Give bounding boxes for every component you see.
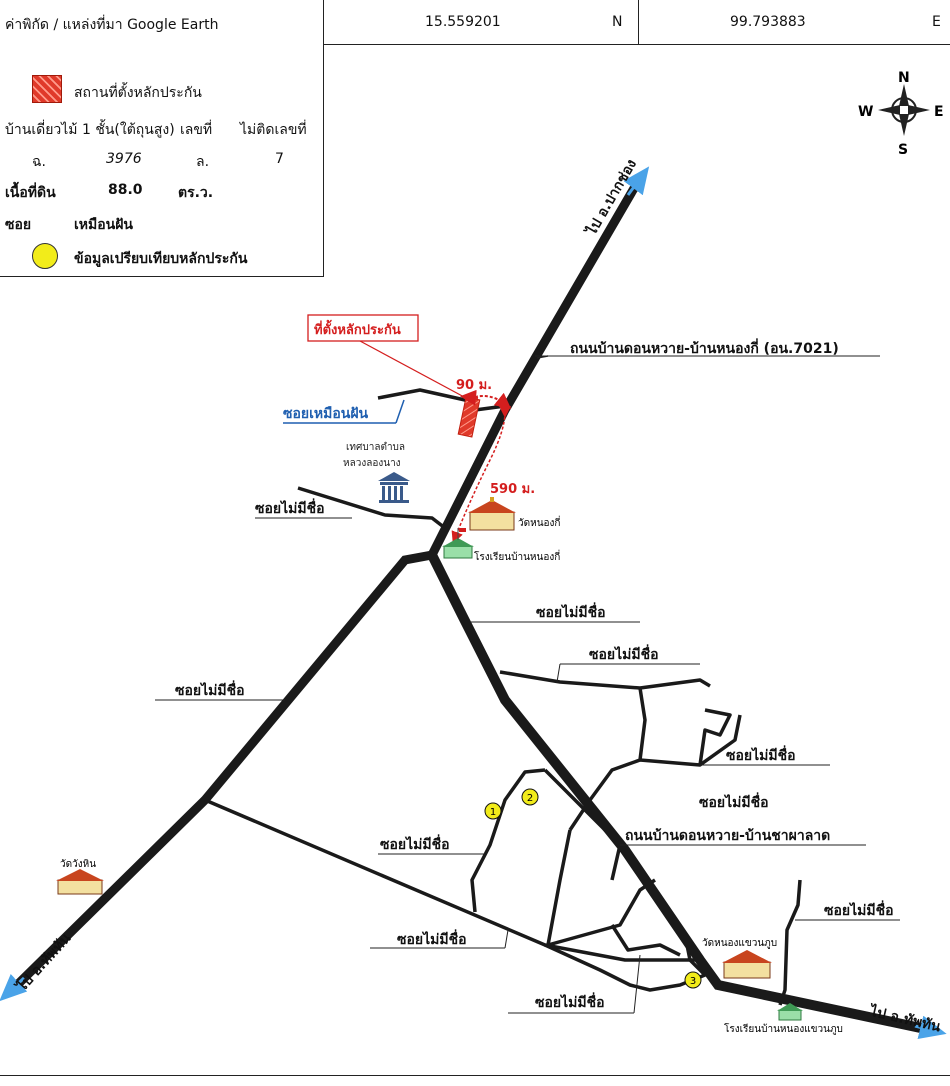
latitude-cell: 15.559201 N <box>323 0 639 44</box>
to-thapthan-right-label: ไป อ.ทัพทัน <box>867 1001 943 1035</box>
plot-label: ล. <box>196 154 210 170</box>
soi-unnamed-7: ซอยไม่มีชื่อ <box>380 834 450 853</box>
distance-90-label: 90 ม. <box>456 378 492 393</box>
soi-unnamed-9: ซอยไม่มีชื่อ <box>397 929 467 948</box>
temple-icon <box>722 950 772 979</box>
school-icon <box>442 528 474 559</box>
temple-nong-khwaen: วัดหนองแขวนภูบ <box>702 938 777 979</box>
collateral-legend-label: สถานที่ตั้งหลักประกัน <box>74 85 202 101</box>
footer-rule <box>0 1075 950 1086</box>
svg-text:วัดวังหิน: วัดวังหิน <box>60 859 96 870</box>
secondary-roads <box>204 388 802 1006</box>
distance-90m: 90 ม. <box>456 378 512 409</box>
soi-unnamed-5: ซอยไม่มีชื่อ <box>726 745 796 764</box>
road-7021 <box>427 166 650 560</box>
longitude-value: 99.793883 <box>730 14 806 30</box>
soi-value: เหมือนฝัน <box>74 217 133 233</box>
comparable-2: 2 <box>521 788 539 806</box>
land-area-unit: ตร.ว. <box>178 185 214 201</box>
source-cell: ค่าพิกัด / แหล่งที่มา Google Earth <box>0 0 324 44</box>
longitude-cell: 99.793883 E <box>638 0 950 44</box>
legend-box: สถานที่ตั้งหลักประกัน บ้านเดี่ยวไม้ 1 ชั… <box>0 44 324 277</box>
road-southwest <box>0 550 437 1002</box>
collateral-swatch <box>32 75 62 103</box>
road-chaphalad-label: ถนนบ้านดอนหวาย-บ้านชาผาลาด <box>625 828 830 844</box>
svg-text:เทศบาลตำบล: เทศบาลตำบล <box>346 442 405 453</box>
longitude-suffix: E <box>932 14 941 30</box>
svg-text:วัดหนองแขวนภูบ: วัดหนองแขวนภูบ <box>702 938 777 949</box>
school-nong-khwaen: โรงเรียนบ้านหนองแขวนภูบ <box>724 1003 843 1035</box>
svg-text:โรงเรียนบ้านหนองแขวนภูบ: โรงเรียนบ้านหนองแขวนภูบ <box>724 1022 843 1035</box>
temple-wanghin: วัดวังหิน <box>56 859 104 895</box>
soi-unnamed-labels: ซอยไม่มีชื่อ ซอยไม่มีชื่อ ซอยไม่มีชื่อ ซ… <box>155 498 900 1014</box>
svg-text:โรงเรียนบ้านหนองกี่: โรงเรียนบ้านหนองกี่ <box>474 549 560 563</box>
temple-icon <box>468 497 516 531</box>
temple-nongki: วัดหนองกี่ <box>468 497 560 531</box>
municipality-landmark: เทศบาลตำบล หลวงลองนาง <box>343 442 410 503</box>
comparable-swatch <box>32 243 58 269</box>
soi-muean-fan: ซอยเหมือนฝัน <box>283 399 405 424</box>
source-label: ค่าพิกัด / แหล่งที่มา Google Earth <box>5 17 219 33</box>
coordinates-header: ค่าพิกัด / แหล่งที่มา Google Earth 15.55… <box>0 0 950 45</box>
school-nongki: โรงเรียนบ้านหนองกี่ <box>442 528 560 563</box>
house-no-label: เลขที่ <box>180 122 213 138</box>
soi-muean-fan-label: ซอยเหมือนฝัน <box>283 406 369 422</box>
to-thapthan-left-label: ไป อ.ทัพทัน <box>12 929 75 996</box>
house-no-value: ไม่ติดเลขที่ <box>240 122 307 138</box>
soi-unnamed-6: ซอยไม่มีชื่อ <box>699 792 769 811</box>
svg-text:หลวงลองนาง: หลวงลองนาง <box>343 458 401 469</box>
compass-w: W <box>858 104 873 120</box>
svg-text:2: 2 <box>527 793 533 804</box>
comparable-legend-label: ข้อมูลเปรียบเทียบหลักประกัน <box>74 251 248 267</box>
collateral-marker <box>457 396 481 438</box>
distance-590m: 590 ม. <box>451 405 535 544</box>
soi-unnamed-4: ซอยไม่มีชื่อ <box>175 680 245 699</box>
building-type: บ้านเดี่ยวไม้ 1 ชั้น(ใต้ถุนสูง) <box>5 122 175 138</box>
collateral-callout: ที่ตั้งหลักประกัน <box>307 314 467 399</box>
temple-icon <box>56 869 104 895</box>
callout-label: ที่ตั้งหลักประกัน <box>314 319 401 338</box>
plot-no: 7 <box>275 151 284 167</box>
svg-text:วัดหนองกี่: วัดหนองกี่ <box>518 515 560 529</box>
government-building-icon <box>378 472 410 503</box>
comparable-3: 3 <box>684 971 702 989</box>
road-7021-label: ถนนบ้านดอนหวาย-บ้านหนองกี่ (อน.7021) <box>570 338 839 357</box>
school-icon <box>777 1003 803 1021</box>
latitude-value: 15.559201 <box>425 14 501 30</box>
svg-text:1: 1 <box>490 807 496 818</box>
distance-590-label: 590 ม. <box>490 482 535 497</box>
land-area-value: 88.0 <box>108 182 143 198</box>
compass-s: S <box>898 142 908 158</box>
soi-unnamed-3: ซอยไม่มีชื่อ <box>589 644 659 663</box>
road-chaphalad <box>427 550 947 1040</box>
land-area-label: เนื้อที่ดิน <box>5 185 56 201</box>
soi-label: ซอย <box>5 217 32 233</box>
compass-e: E <box>934 104 944 120</box>
deed-type: ฉ. <box>32 154 46 170</box>
deed-no: 3976 <box>106 151 142 167</box>
soi-unnamed-2: ซอยไม่มีชื่อ <box>536 602 606 621</box>
comparable-1: 1 <box>484 802 502 820</box>
svg-text:3: 3 <box>690 976 696 987</box>
compass-n: N <box>898 70 910 86</box>
soi-unnamed-10: ซอยไม่มีชื่อ <box>535 992 605 1011</box>
compass-rose: N S W E <box>858 70 944 158</box>
latitude-suffix: N <box>612 14 623 30</box>
soi-unnamed-1: ซอยไม่มีชื่อ <box>255 498 325 517</box>
soi-unnamed-8: ซอยไม่มีชื่อ <box>824 900 894 919</box>
